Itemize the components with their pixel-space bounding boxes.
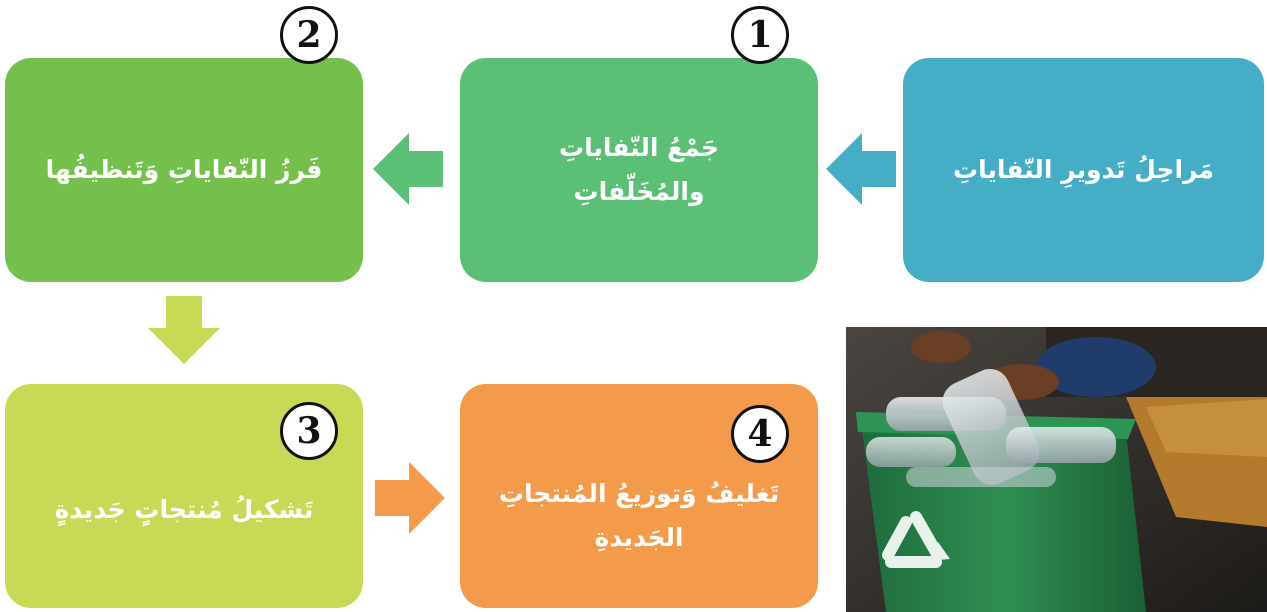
step-4-line-2: الجَديدةِ	[594, 523, 684, 552]
step-2-box: فَرزُ النّفاياتِ وَتَنظيفُها	[5, 58, 363, 282]
step-4-line-1: تَغليفُ وَتوزيعُ المُنتجاتِ	[498, 479, 780, 509]
step-4-box: تَغليفُ وَتوزيعُ المُنتجاتِ الجَديدةِ	[460, 384, 818, 608]
recycle-icon	[882, 511, 950, 568]
step-3-line-1: تَشكيلُ مُنتجاتٍ جَديدةٍ	[54, 495, 314, 525]
recycling-bin-photo	[846, 327, 1267, 612]
step-1-number: 1	[731, 6, 789, 64]
arrow-down-icon	[148, 296, 220, 364]
title-box: مَراحِلُ تَدويرِ النّفاياتِ	[903, 58, 1264, 282]
step-2-number: 2	[280, 6, 338, 64]
diagram-title: مَراحِلُ تَدويرِ النّفاياتِ	[952, 155, 1215, 185]
step-2-line-1: فَرزُ النّفاياتِ وَتَنظيفُها	[45, 155, 323, 185]
arrow-left-icon	[373, 133, 443, 205]
step-1-line-1: جَمْعُ النّفاياتِ	[559, 133, 719, 163]
arrow-left-icon	[826, 133, 896, 205]
step-3-number: 3	[280, 402, 338, 460]
step-4-number: 4	[731, 405, 789, 463]
step-1-box: جَمْعُ النّفاياتِ والمُخَلّفاتِ	[460, 58, 818, 282]
step-1-line-2: والمُخَلّفاتِ	[573, 177, 705, 206]
arrow-right-icon	[375, 462, 445, 534]
